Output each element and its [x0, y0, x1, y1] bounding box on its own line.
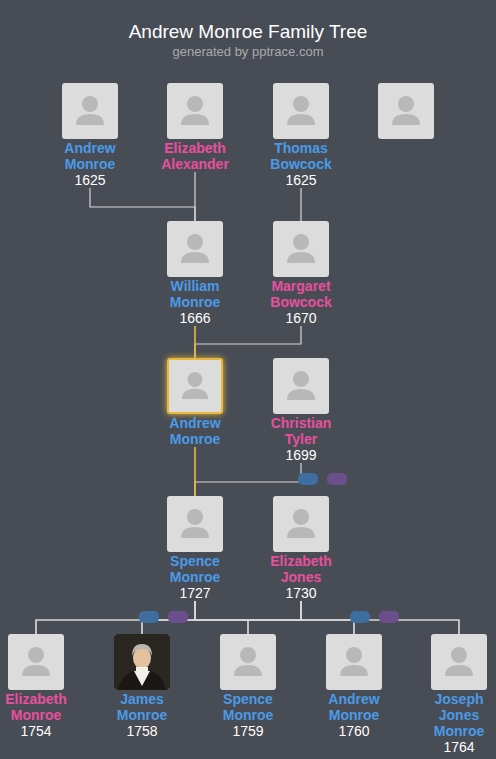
person-node: Joseph Jones Monroe1764 — [421, 634, 496, 755]
person-name: Margaret Bowcock — [263, 278, 339, 310]
birth-year: 1666 — [179, 310, 210, 326]
person-avatar — [273, 221, 329, 277]
family-link — [36, 601, 301, 634]
birth-year: 1754 — [20, 723, 51, 739]
family-link — [194, 326, 196, 358]
person-node: Spence Monroe1727 — [157, 496, 233, 601]
person-name: Andrew Monroe — [316, 691, 392, 723]
family-link — [36, 601, 195, 634]
person-name: Elizabeth Monroe — [0, 691, 74, 723]
person-avatar — [167, 496, 223, 552]
family-link — [301, 601, 354, 634]
person-node: Margaret Bowcock1670 — [263, 221, 339, 326]
family-link — [194, 447, 196, 496]
family-link — [195, 463, 301, 496]
person-node: Elizabeth Jones1730 — [263, 496, 339, 601]
tree-title: Andrew Monroe Family Tree — [0, 21, 496, 43]
unknown-person — [378, 83, 434, 139]
family-link — [195, 326, 301, 358]
family-link — [195, 601, 354, 634]
birth-year: 1730 — [285, 585, 316, 601]
person-node: Andrew Monroe — [157, 358, 233, 447]
person-avatar — [220, 634, 276, 690]
family-link — [194, 172, 195, 221]
family-link — [195, 601, 459, 634]
person-avatar — [273, 496, 329, 552]
birth-year: 1699 — [285, 447, 316, 463]
family-link — [301, 601, 459, 634]
person-name: James Monroe — [104, 691, 180, 723]
person-name: Spence Monroe — [210, 691, 286, 723]
person-avatar — [273, 358, 329, 414]
family-link — [248, 601, 301, 634]
person-name: Andrew Monroe — [157, 415, 233, 447]
birth-year: 1764 — [443, 739, 474, 755]
person-avatar — [167, 358, 223, 414]
generator-note: generated by pptrace.com — [0, 44, 496, 59]
person-name: Christian Tyler — [263, 415, 339, 447]
person-name: William Monroe — [157, 278, 233, 310]
family-link — [142, 601, 301, 634]
person-avatar — [167, 221, 223, 277]
family-link — [90, 188, 195, 221]
person-name: Elizabeth Alexander — [157, 140, 233, 172]
person-node: William Monroe1666 — [157, 221, 233, 326]
person-avatar — [431, 634, 487, 690]
person-node: Andrew Monroe1625 — [52, 83, 128, 188]
person-node: Andrew Monroe1760 — [316, 634, 392, 739]
person-portrait — [114, 634, 170, 690]
marriage-pill — [139, 473, 399, 623]
person-avatar — [8, 634, 64, 690]
person-node: Spence Monroe1759 — [210, 634, 286, 739]
person-name: Joseph Jones Monroe — [421, 691, 496, 739]
birth-year: 1760 — [338, 723, 369, 739]
person-name: Andrew Monroe — [52, 140, 128, 172]
person-name: Spence Monroe — [157, 553, 233, 585]
person-name: Elizabeth Jones — [263, 553, 339, 585]
person-avatar — [273, 83, 329, 139]
family-link — [300, 188, 301, 221]
person-node: Elizabeth Alexander — [157, 83, 233, 172]
person-node: Thomas Bowcock1625 — [263, 83, 339, 188]
birth-year: 1670 — [285, 310, 316, 326]
person-node: James Monroe1758 — [104, 634, 180, 739]
birth-year: 1759 — [232, 723, 263, 739]
person-avatar — [326, 634, 382, 690]
person-node: Elizabeth Monroe1754 — [0, 634, 74, 739]
family-link — [195, 601, 248, 634]
birth-year: 1625 — [285, 172, 316, 188]
birth-year: 1727 — [179, 585, 210, 601]
person-avatar — [62, 83, 118, 139]
person-name: Thomas Bowcock — [263, 140, 339, 172]
birth-year: 1758 — [126, 723, 157, 739]
person-node: Christian Tyler1699 — [263, 358, 339, 463]
person-avatar — [167, 83, 223, 139]
birth-year: 1625 — [74, 172, 105, 188]
